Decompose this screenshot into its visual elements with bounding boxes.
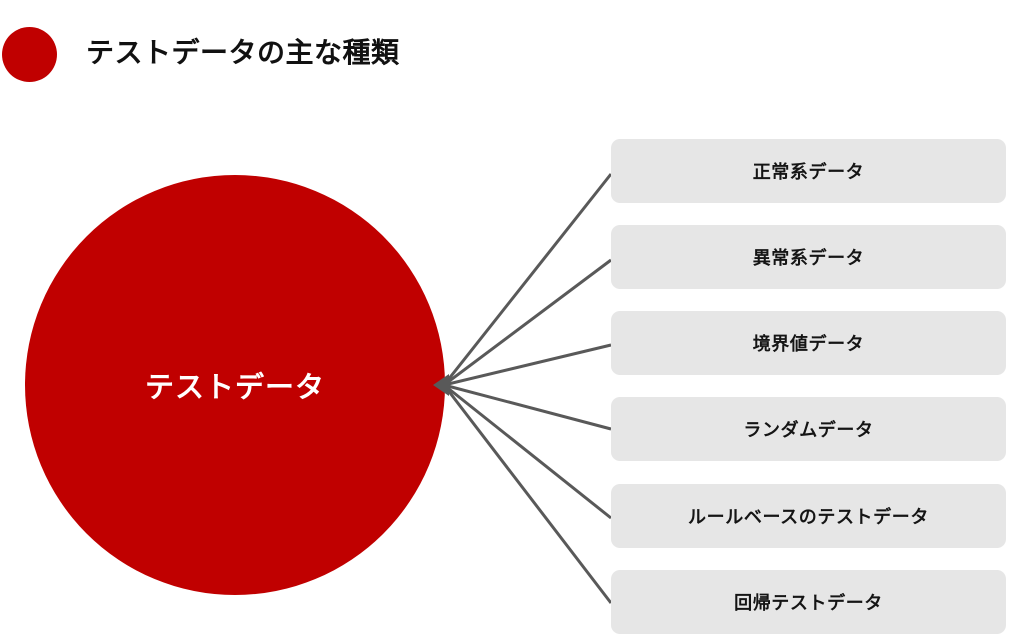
leaf-label: ルールベースのテストデータ: [688, 507, 929, 527]
connector-line: [442, 173, 613, 386]
leaf-box-boundary-value-data[interactable]: 境界値データ: [611, 311, 1006, 375]
page-title: テストデータの主な種類: [86, 37, 400, 68]
leaf-label: 正常系データ: [752, 162, 865, 182]
connector-line: [443, 258, 612, 387]
connector-line: [443, 383, 612, 520]
connector-line: [443, 383, 612, 431]
leaf-box-normal-data[interactable]: 正常系データ: [611, 139, 1006, 203]
leaf-box-abnormal-data[interactable]: 異常系データ: [611, 225, 1006, 289]
leaf-label: 境界値データ: [752, 334, 865, 354]
leaf-label: 異常系データ: [752, 248, 865, 268]
connector-line: [443, 343, 612, 387]
hub-circle: [25, 175, 445, 595]
hub-label: テストデータ: [144, 372, 325, 404]
connector-line: [442, 384, 613, 604]
leaf-label: 回帰テストデータ: [734, 593, 883, 613]
slide-header: テストデータの主な種類: [0, 0, 1024, 112]
leaf-label: ランダムデータ: [743, 420, 874, 440]
connector-group: [442, 173, 613, 604]
leaf-box-random-data[interactable]: ランダムデータ: [611, 397, 1006, 461]
leaf-box-regression-data[interactable]: 回帰テストデータ: [611, 570, 1006, 634]
leaf-box-rule-based-data[interactable]: ルールベースのテストデータ: [611, 484, 1006, 548]
filled-circle-icon: [2, 27, 57, 82]
